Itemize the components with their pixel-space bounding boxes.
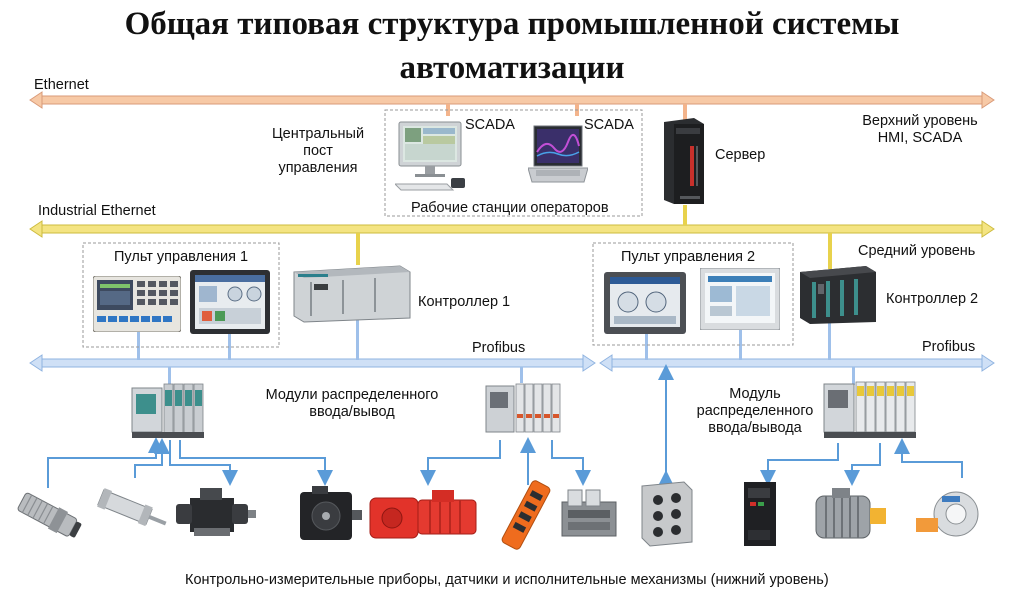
controller-2-label: Контроллер 2 [886,291,979,307]
panel-1-label: Пульт управления 1 [114,249,249,265]
central-post-line3: управления [278,160,358,176]
frequency-drive-icon [744,482,776,546]
server-icon [664,118,704,204]
hydraulic-valve-icon [176,488,256,536]
io-right-label: Модуль распределенного ввода/вывода [690,386,820,437]
hmi-touch-panel-1-icon [190,270,270,334]
pushbutton-station-icon [641,481,693,547]
bottom-caption: Контрольно-измерительные приборы, датчик… [185,572,829,588]
profibus-left-label: Profibus [472,340,526,356]
panel-1-frame [82,242,280,348]
panel-2-frame [592,242,794,346]
io-right-line3: ввода/вывода [708,420,802,436]
hmi-keypad-panel-icon [93,276,181,332]
rotary-encoder-icon [916,491,979,537]
diagram-title-line2: автоматизации [399,50,625,86]
io-links-right [760,438,963,486]
io-right-line2: распределенного [696,403,814,419]
middle-level-label: Средний уровень [858,243,976,259]
distributed-io-module-middle-icon [485,383,561,433]
pendant-control-icon [501,480,551,550]
distributed-io-module-right-icon [823,381,916,438]
distributed-io-module-left-icon [131,383,204,438]
io-links-middle [420,437,591,486]
central-post-line2: пост [303,143,333,159]
io-left-label: Модули распределенного ввода/вывод [252,387,452,421]
industrial-ethernet-label: Industrial Ethernet [38,203,156,219]
servo-motor-icon [300,486,362,540]
upper-level-line2: HMI, SCADA [877,130,963,146]
controller-1-label: Контроллер 1 [418,294,511,310]
industrial-ethernet-bus [29,220,995,238]
relay-module-icon [561,489,617,537]
profibus-left-bus [29,354,596,372]
panel-2-label: Пульт управления 2 [621,249,756,265]
hmi-touch-panel-2a-icon [604,272,686,334]
plc-controller-1-icon [293,265,411,323]
scada-2-label: SCADA [584,117,634,133]
diagram-title-line1: Общая типовая структура промышленной сис… [124,6,900,42]
profibus-right-bus [599,354,995,372]
pneumatic-cylinder-icon [97,488,167,527]
upper-level-line1: Верхний уровень [862,113,978,129]
io-left-line1: Модули распределенного [265,387,439,403]
ethernet-bus [29,91,995,109]
server-label: Сервер [715,147,766,163]
workstations-frame [384,109,643,217]
workstation-monitor-icon [395,121,465,191]
profibus-right-label: Profibus [922,339,976,355]
io-links-left [47,437,333,488]
scada-1-label: SCADA [465,117,515,133]
workstations-label: Рабочие станции операторов [411,200,609,216]
plc-controller-2-icon [800,266,876,324]
electric-motor-icon [815,488,886,539]
io-right-line1: Модуль [729,386,781,402]
gear-motor-icon [369,490,477,539]
central-post-label: Центральный пост управления [258,126,378,177]
hmi-touch-panel-2b-icon [700,268,780,330]
io-left-line2: ввода/вывод [309,404,395,420]
upper-level-label: Верхний уровень HMI, SCADA [845,113,995,147]
inductive-sensor-icon [17,492,82,538]
central-post-line1: Центральный [271,126,365,142]
ethernet-label: Ethernet [34,77,89,93]
laptop-icon [528,125,588,183]
